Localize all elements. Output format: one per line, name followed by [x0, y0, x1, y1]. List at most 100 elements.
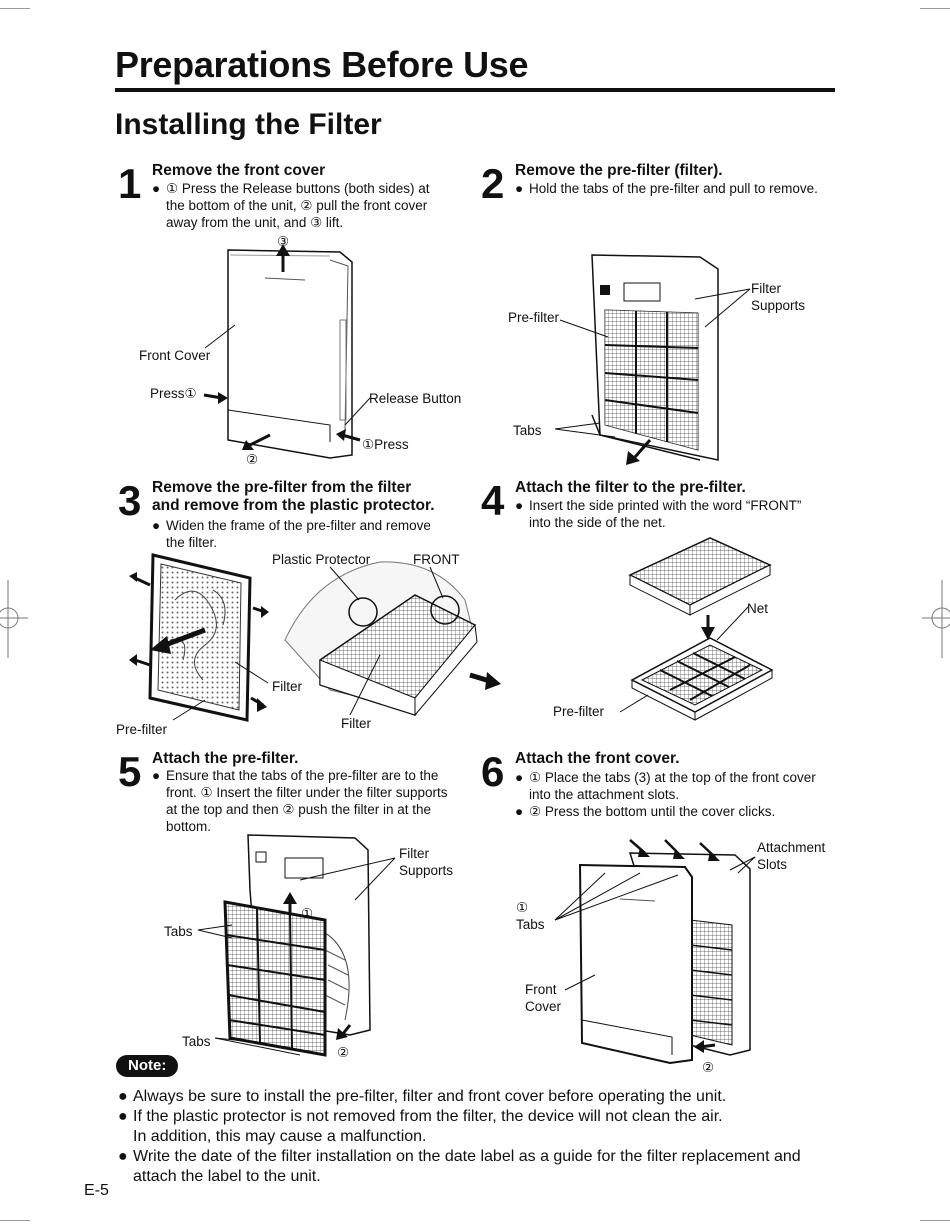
bullet-icon: ●	[515, 498, 524, 513]
step-1-label-press2: ①Press	[362, 436, 409, 453]
bullet-icon: ●	[515, 804, 524, 819]
step-3-number: 3	[118, 477, 142, 524]
bullet-icon: ●	[152, 768, 161, 783]
step-4-illustration	[619, 537, 774, 721]
step-6-line: into the attachment slots.	[529, 787, 680, 802]
step-2-line: Hold the tabs of the pre-filter and pull…	[529, 181, 818, 196]
step-5-line: front. ① Insert the filter under the fil…	[166, 785, 448, 800]
step-4-line: Insert the side printed with the word “F…	[529, 498, 802, 513]
note-item: ● Write the date of the filter installati…	[118, 1147, 848, 1167]
note-item: ●Always be sure to install the pre-filte…	[118, 1087, 848, 1107]
bullet-icon: ●	[515, 770, 524, 785]
section-title: Installing the Filter	[115, 108, 382, 141]
label-line: Attachment	[757, 840, 826, 855]
circled-1: ①	[362, 437, 375, 452]
step-6-label-tabs: ① Tabs	[516, 899, 545, 933]
step-4-title: Attach the filter to the pre-filter.	[515, 479, 746, 496]
step-5-line: bottom.	[166, 819, 212, 834]
tabs-text: Tabs	[516, 917, 545, 932]
step-5-bullet: ●Ensure that the tabs of the pre-filter …	[152, 767, 447, 835]
step-5-illustration	[197, 834, 396, 1057]
note-badge: Note:	[116, 1055, 179, 1077]
step-4-label-prefilter: Pre-filter	[553, 704, 605, 719]
step-4-line: into the side of the net.	[529, 515, 666, 530]
bullet-icon: ●	[118, 1108, 128, 1125]
note-text: Write the date of the filter installatio…	[133, 1148, 801, 1165]
bullet-icon: ●	[152, 518, 161, 533]
bullet-icon: ●	[118, 1088, 128, 1105]
note-item-continued: attach the label to the unit.	[133, 1168, 321, 1185]
label-line: Supports	[751, 298, 806, 313]
step-1-line: away from the unit, and ③ lift.	[166, 215, 344, 230]
registration-mark	[922, 580, 950, 658]
step-1-label-3: ③	[277, 234, 290, 249]
title-rule	[115, 88, 835, 92]
step-5-label-2: ②	[337, 1045, 350, 1060]
step-3-label-filter-2: Filter	[341, 716, 371, 731]
label-line: Supports	[399, 863, 454, 878]
note-item: ● If the plastic protector is not removed…	[118, 1107, 848, 1127]
step-2-illustration	[554, 254, 751, 465]
label-line: Filter	[751, 281, 781, 296]
step-6-number: 6	[481, 748, 505, 795]
step-1-bullet: ● ① Press the Release buttons (both sides…	[152, 180, 430, 231]
step-3-label-filter: Filter	[272, 679, 302, 694]
step-6-bullet: ● ① Place the tabs (3) at the top of the …	[515, 769, 816, 820]
step-1-label-release: Release Button	[369, 391, 462, 406]
label-line: Slots	[757, 857, 788, 872]
step-2-bullet: ● Hold the tabs of the pre-filter and pul…	[515, 180, 818, 197]
page-number: E-5	[84, 1182, 109, 1199]
circled-1: ①	[184, 386, 197, 401]
step-3-title-line: and remove from the plastic protector.	[152, 497, 435, 514]
step-2-number: 2	[481, 160, 505, 207]
press-text: Press	[374, 437, 409, 452]
step-3-line: the filter.	[166, 535, 218, 550]
step-3-title-line: Remove the pre-filter from the filter	[152, 479, 412, 496]
step-1-label-front-cover: Front Cover	[139, 348, 211, 363]
step-3-label-prefilter: Pre-filter	[116, 722, 168, 737]
press-text: Press	[150, 386, 185, 401]
page-title: Preparations Before Use	[115, 44, 529, 85]
step-3-label-plastic-protector: Plastic Protector	[272, 552, 371, 567]
step-6-line: ② Press the bottom until the cover click…	[529, 804, 776, 819]
step-6-illustration	[554, 839, 756, 1065]
step-3-illustration	[129, 553, 501, 722]
note-text: If the plastic protector is not removed …	[133, 1108, 723, 1125]
step-5-label-tabs: Tabs	[164, 924, 193, 939]
step-4-number: 4	[481, 477, 505, 524]
label-line: Cover	[525, 999, 562, 1014]
bullet-icon: ●	[118, 1148, 128, 1165]
step-2-label-prefilter: Pre-filter	[508, 310, 560, 325]
step-1-line: ① Press the Release buttons (both sides)…	[166, 181, 430, 196]
step-6-label-2: ②	[702, 1060, 715, 1075]
note-item-continued: In addition, this may cause a malfunctio…	[133, 1128, 427, 1145]
step-1-title: Remove the front cover	[152, 162, 326, 179]
step-1-number: 1	[118, 160, 142, 207]
label-line: Filter	[399, 846, 429, 861]
step-1-label-press: Press①	[150, 385, 197, 402]
step-5-line: at the top and then ② push the filter in…	[166, 802, 432, 817]
step-1-line: the bottom of the unit, ② pull the front…	[166, 198, 428, 213]
step-3-label-front: FRONT	[413, 552, 460, 567]
step-5-label-tabs-2: Tabs	[182, 1034, 211, 1049]
label-line: Front	[525, 982, 557, 997]
crop-mark	[920, 1220, 950, 1221]
step-6-line: ① Place the tabs (3) at the top of the f…	[529, 770, 816, 785]
step-2-title: Remove the pre-filter (filter).	[515, 162, 723, 179]
crop-mark	[920, 8, 950, 9]
step-5-label-1: ①	[301, 906, 314, 921]
step-4-label-net: Net	[747, 601, 769, 616]
registration-mark	[0, 580, 28, 658]
step-3-title: Remove the pre-filter from the filter an…	[152, 479, 435, 515]
bullet-icon: ●	[152, 181, 161, 196]
step-4-bullet: ● Insert the side printed with the word “…	[515, 497, 801, 531]
step-3-line: Widen the frame of the pre-filter and re…	[166, 518, 431, 533]
bullet-icon: ●	[515, 181, 524, 196]
crop-mark	[0, 8, 30, 9]
circled-1: ①	[516, 900, 529, 915]
step-1-label-2: ②	[246, 452, 259, 467]
